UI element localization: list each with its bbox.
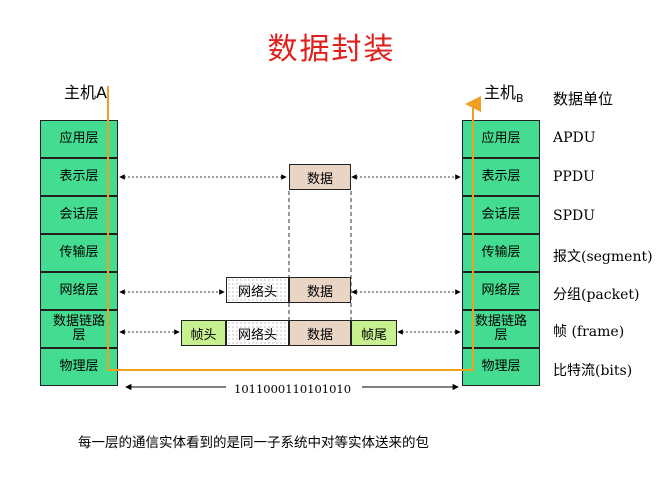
units-header: 数据单位 bbox=[553, 90, 614, 108]
host-b-layer-application: 应用层 bbox=[462, 120, 540, 158]
host-b-layer-presentation: 表示层 bbox=[462, 158, 540, 196]
host-a-stack: 应用层 表示层 会话层 传输层 网络层 数据链路层 物理层 bbox=[40, 120, 118, 387]
network-header-box: 网络头 bbox=[226, 277, 289, 303]
network-data-box: 数据 bbox=[289, 277, 351, 303]
host-b-layer-datalink: 数据链路层 bbox=[462, 310, 540, 348]
host-b-label: 主机B bbox=[484, 79, 524, 105]
host-b-layer-session: 会话层 bbox=[462, 196, 540, 234]
presentation-data-box: 数据 bbox=[289, 164, 351, 190]
frame-data-box: 数据 bbox=[289, 320, 351, 346]
host-a-name: 主机 bbox=[64, 83, 97, 102]
host-b-letter: B bbox=[516, 92, 524, 106]
unit-ppdu: PPDU bbox=[553, 169, 595, 185]
host-a-layer-datalink: 数据链路层 bbox=[40, 310, 118, 348]
host-b-layer-physical: 物理层 bbox=[462, 348, 540, 386]
host-a-label: 主机A bbox=[64, 79, 107, 103]
unit-frame: 帧 (frame) bbox=[553, 324, 625, 340]
bitstream-label: 1011000110101010 bbox=[234, 382, 352, 396]
host-a-layer-physical: 物理层 bbox=[40, 348, 118, 386]
footer-caption: 每一层的通信实体看到的是同一子系统中对等实体送来的包 bbox=[78, 435, 429, 451]
host-a-layer-transport: 传输层 bbox=[40, 234, 118, 272]
host-b-name: 主机 bbox=[484, 83, 517, 102]
unit-apdu: APDU bbox=[553, 130, 596, 146]
host-a-layer-network: 网络层 bbox=[40, 272, 118, 310]
unit-spdu: SPDU bbox=[553, 208, 596, 224]
host-b-layer-network: 网络层 bbox=[462, 272, 540, 310]
host-a-layer-presentation: 表示层 bbox=[40, 158, 118, 196]
host-b-layer-transport: 传输层 bbox=[462, 234, 540, 272]
unit-bits: 比特流(bits) bbox=[553, 363, 633, 379]
data-flow-path bbox=[107, 86, 481, 371]
diagram-title: 数据封装 bbox=[267, 32, 396, 67]
host-a-layer-application: 应用层 bbox=[40, 120, 118, 158]
frame-trailer-box: 帧尾 bbox=[351, 320, 397, 346]
frame-network-header-box: 网络头 bbox=[226, 320, 289, 346]
host-a-letter: A bbox=[96, 83, 107, 102]
frame-header-box: 帧头 bbox=[181, 320, 226, 346]
host-b-stack: 应用层 表示层 会话层 传输层 网络层 数据链路层 物理层 bbox=[462, 120, 540, 387]
unit-segment: 报文(segment) bbox=[553, 249, 653, 265]
unit-packet: 分组(packet) bbox=[553, 287, 640, 303]
host-a-layer-session: 会话层 bbox=[40, 196, 118, 234]
